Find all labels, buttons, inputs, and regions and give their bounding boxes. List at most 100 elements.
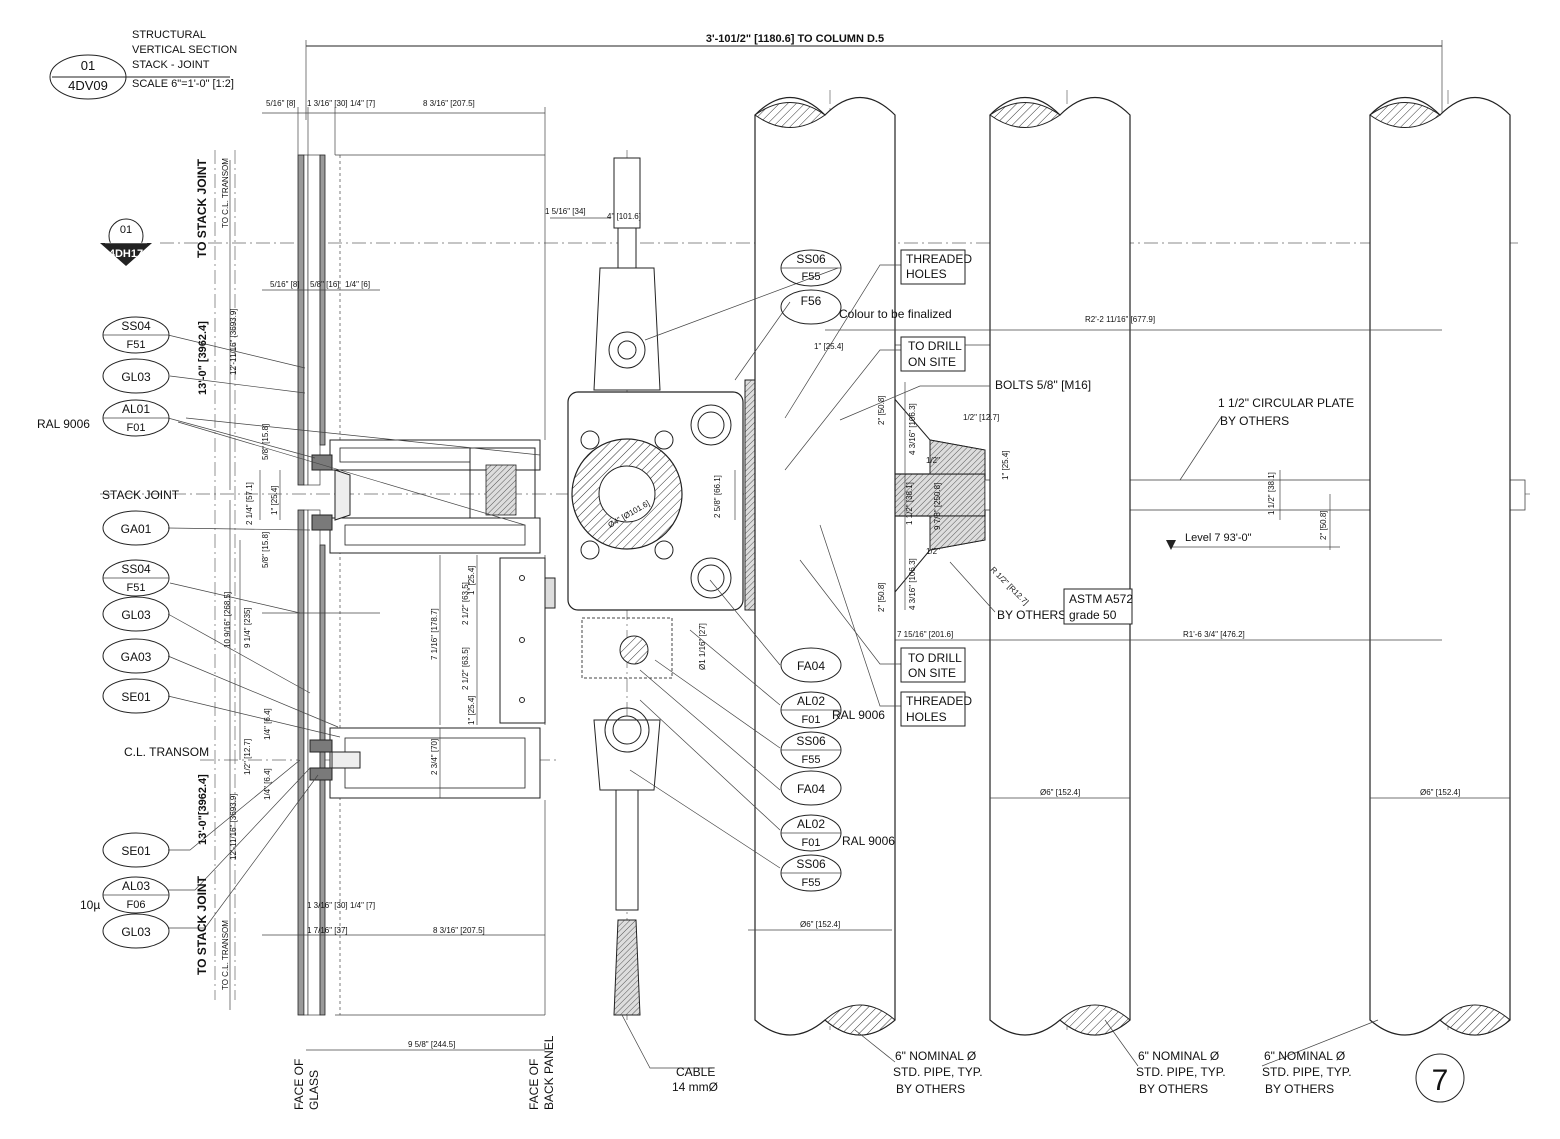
- svg-text:F55: F55: [802, 271, 821, 283]
- tag-gl03-upper: GL03: [102, 358, 170, 394]
- dim-1-7-16: 1 7/16" [37]: [307, 926, 348, 935]
- pipe-note-a-1: 6" NOMINAL Ø: [895, 1049, 976, 1063]
- pipe-note-b-3: BY OTHERS: [1139, 1082, 1208, 1096]
- face-of-glass-2: GLASS: [307, 1070, 321, 1110]
- section-marker: 01 4DH17: [100, 218, 152, 266]
- to-cl-transom-top: TO C.L. TRANSOM: [221, 158, 230, 228]
- threaded-holes-bottom-1: THREADED: [906, 694, 972, 708]
- svg-text:F06: F06: [127, 899, 146, 911]
- face-of-back-panel-1: FACE OF: [527, 1059, 541, 1110]
- section-marker-sheet: 4DH17: [109, 248, 143, 260]
- dim-4-3-16: 4 3/16" [106.3]: [908, 403, 917, 455]
- stack-joint-label: STACK JOINT: [102, 488, 180, 502]
- dim-2-50: 2" [50.8]: [877, 395, 886, 425]
- svg-text:AL02: AL02: [797, 694, 825, 708]
- astm-2: grade 50: [1069, 608, 1117, 622]
- tag-ga01: GA01: [102, 510, 170, 546]
- tag-ss06-middle: SS06 F55: [780, 731, 842, 769]
- dim-1-12: 1 1/2" [38.1]: [1267, 472, 1276, 515]
- to-drill-top-2: ON SITE: [908, 355, 956, 369]
- title-line-4: SCALE 6"=1'-0" [1:2]: [132, 78, 234, 90]
- dim-13-top: 13'-0" [3962.4]: [197, 321, 209, 395]
- leader-lines: [167, 264, 1379, 1069]
- bolts-note: BOLTS 5/8" [M16]: [995, 378, 1091, 392]
- svg-text:FA04: FA04: [797, 782, 825, 796]
- notes: THREADED HOLES Colour to be finalized TO…: [672, 249, 1354, 1096]
- page-number: 7: [1432, 1064, 1449, 1097]
- curtain-wall-section: [297, 154, 556, 1016]
- svg-text:SS06: SS06: [796, 734, 826, 748]
- tag-ss06-top: SS06 F55: [780, 249, 842, 287]
- tag-ss04-upper: SS04 F51: [102, 316, 170, 354]
- dim-4-3-16-b: 4 3/16" [106.3]: [908, 558, 917, 610]
- svg-text:SE01: SE01: [121, 690, 151, 704]
- detail-sheet: 4DV09: [68, 78, 108, 93]
- dim-2-50-b: 2" [50.8]: [877, 582, 886, 612]
- title-line-2: VERTICAL SECTION: [132, 44, 237, 56]
- title-block: 01 4DV09 STRUCTURAL VERTICAL SECTION STA…: [49, 29, 237, 100]
- svg-text:FA04: FA04: [797, 659, 825, 673]
- svg-text:F01: F01: [127, 422, 146, 434]
- dim-dia1: Ø1 1/16" [27]: [698, 623, 707, 670]
- svg-text:F55: F55: [802, 877, 821, 889]
- colour-note: Colour to be finalized: [839, 307, 952, 321]
- dim-dia6-a: Ø6" [152.4]: [800, 920, 840, 929]
- dim-9-7-8: 9 7/8" [250.8]: [933, 483, 942, 530]
- dim-1-4-7b: 1/4" [7]: [350, 901, 375, 910]
- svg-text:F01: F01: [802, 837, 821, 849]
- to-drill-top-1: TO DRILL: [908, 339, 962, 353]
- tag-gl03-middle: GL03: [102, 596, 170, 632]
- dim-top-5-16: 5/16" [8]: [266, 99, 296, 108]
- ral-low: RAL 9006: [842, 834, 895, 848]
- dim-dia6-b: Ø6" [152.4]: [1040, 788, 1080, 797]
- overall-dimension-text: 3'-101/2" [1180.6] TO COLUMN D.5: [706, 33, 884, 45]
- circular-plate-1: 1 1/2" CIRCULAR PLATE: [1218, 396, 1354, 410]
- dim-9-5-8: 9 5/8" [244.5]: [408, 1040, 455, 1049]
- svg-text:GL03: GL03: [121, 608, 151, 622]
- dim-top-8-3-16: 8 3/16" [207.5]: [423, 99, 475, 108]
- svg-text:GA03: GA03: [121, 650, 152, 664]
- tag-se01-upper: SE01: [102, 678, 170, 714]
- dim-1-3-16-b: 1 3/16" [30]: [307, 901, 348, 910]
- dim-2-508: 2" [50.8]: [1319, 510, 1328, 540]
- to-cl-transom-bottom: TO C.L. TRANSOM: [221, 920, 230, 990]
- dim-13-bottom: 13'-0"[3962.4]: [197, 774, 209, 845]
- tags-center: SS06 F55 F56 FA04 AL02 F01 SS06 F55 FA04…: [780, 249, 842, 892]
- pipe-columns: [754, 96, 1511, 1036]
- dim-2-1-2b: 2 1/2" [63.5]: [461, 647, 470, 690]
- dim-12-top: 12'-11/16" [3693.9]: [229, 309, 238, 376]
- tag-al03: AL03 F06: [102, 876, 170, 914]
- overall-dimension: 3'-101/2" [1180.6] TO COLUMN D.5: [305, 33, 1443, 120]
- svg-text:AL02: AL02: [797, 817, 825, 831]
- svg-text:F01: F01: [802, 714, 821, 726]
- dim-12-bottom: 12'-11/16" [3693.9]: [229, 794, 238, 861]
- tag-al02-upper: AL02 F01: [780, 691, 842, 729]
- dim-1-2-127: 1/2" [12.7]: [243, 739, 252, 775]
- finish-10u-label: 10µ: [80, 898, 100, 912]
- section-marker-number: 01: [120, 224, 132, 236]
- level-note: Level 7 93'-0": [1185, 532, 1252, 544]
- title-line-3: STACK - JOINT: [132, 59, 210, 71]
- to-drill-bottom-2: ON SITE: [908, 666, 956, 680]
- dim-2-3-4: 2 3/4" [70]: [430, 739, 439, 775]
- face-of-back-panel-2: BACK PANEL: [542, 1035, 556, 1110]
- dim-7-15: 7 15/16" [201.6]: [897, 630, 953, 639]
- svg-text:F55: F55: [802, 754, 821, 766]
- dim-2-1-2a: 2 1/2" [63.5]: [461, 582, 470, 625]
- page-number-badge: 7: [1415, 1053, 1465, 1103]
- dim-1-5-38: 1 1/2" [38.1]: [905, 482, 914, 525]
- cable-2: 14 mmØ: [672, 1080, 718, 1094]
- tag-se01-lower: SE01: [102, 832, 170, 868]
- dim-r-476: R1'-6 3/4" [476.2]: [1183, 630, 1245, 639]
- svg-text:AL01: AL01: [122, 402, 150, 416]
- pipe-note-a-2: STD. PIPE, TYP.: [893, 1065, 983, 1079]
- dim-r-677: R2'-2 11/16" [677.9]: [1085, 315, 1155, 324]
- title-line-1: STRUCTURAL: [132, 29, 206, 41]
- tag-al01: AL01 F01: [102, 399, 170, 437]
- dim-5-16-b: 5/16" [8]: [270, 280, 300, 289]
- svg-text:SS04: SS04: [121, 562, 151, 576]
- threaded-holes-bottom-2: HOLES: [906, 710, 947, 724]
- ral-mid: RAL 9006: [832, 708, 885, 722]
- vertical-labels: TO STACK JOINT TO C.L. TRANSOM 13'-0" [3…: [195, 158, 556, 1110]
